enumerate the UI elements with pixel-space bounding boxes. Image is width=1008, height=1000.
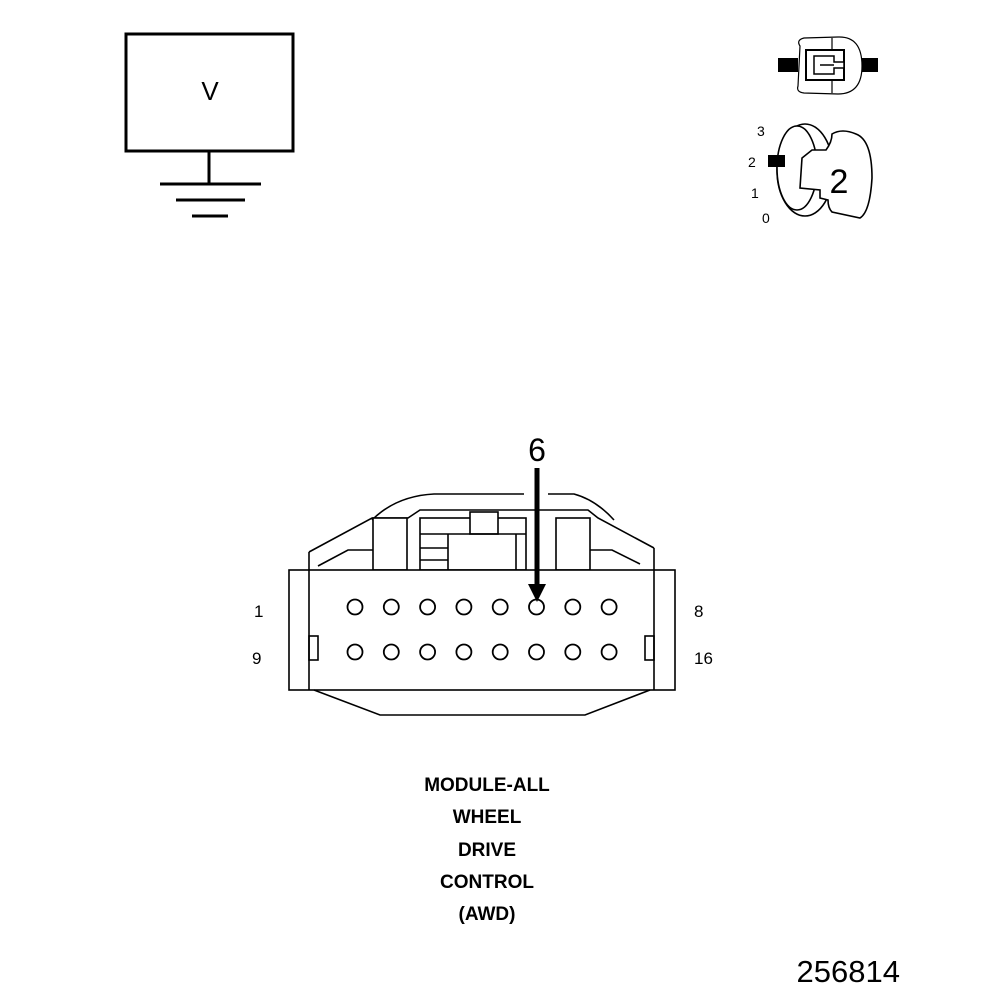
connector-pin-16 bbox=[600, 643, 618, 661]
caption-line-5: (AWD) bbox=[459, 904, 516, 925]
connector-unplug-icon bbox=[778, 36, 878, 95]
voltmeter-label: V bbox=[201, 76, 219, 106]
pointer-pin-label: 6 bbox=[528, 432, 546, 468]
connector-pin-3 bbox=[419, 598, 437, 616]
connector-pin-1 bbox=[346, 598, 364, 616]
ignition-position-0: 0 bbox=[762, 210, 770, 226]
connector-pin-5 bbox=[491, 598, 509, 616]
connector-pin-14 bbox=[528, 643, 545, 661]
connector-pin-15 bbox=[564, 643, 582, 661]
connector-pins bbox=[346, 598, 618, 661]
connector-pin-2 bbox=[382, 598, 400, 616]
connector-pin-4 bbox=[455, 598, 473, 616]
ignition-position-1: 1 bbox=[751, 185, 759, 201]
row-label-bottom-right: 16 bbox=[694, 649, 713, 668]
connector-face bbox=[288, 493, 676, 716]
caption-line-3: DRIVE bbox=[458, 840, 516, 861]
voltmeter-symbol bbox=[124, 32, 295, 218]
pin-pointer-arrow bbox=[528, 468, 546, 602]
ignition-position-3: 3 bbox=[757, 123, 765, 139]
caption-line-1: MODULE-ALL bbox=[424, 775, 550, 796]
connector-pin-8 bbox=[600, 598, 618, 616]
connector-pin-9 bbox=[346, 643, 364, 661]
connector-pin-10 bbox=[382, 643, 400, 661]
connector-pin-6 bbox=[528, 598, 545, 616]
connector-pin-12 bbox=[455, 643, 473, 661]
ignition-switch-icon bbox=[768, 123, 873, 219]
ignition-position-2: 2 bbox=[748, 154, 756, 170]
caption-line-4: CONTROL bbox=[440, 872, 534, 893]
figure-id: 256814 bbox=[797, 954, 900, 989]
caption-line-2: WHEEL bbox=[453, 807, 522, 828]
ignition-selected-position: 2 bbox=[830, 163, 849, 201]
row-label-top-left: 1 bbox=[254, 602, 263, 621]
component-caption: MODULE-ALL WHEEL DRIVE CONTROL (AWD) bbox=[424, 775, 550, 925]
connector-pin-7 bbox=[564, 598, 582, 616]
row-label-top-right: 8 bbox=[694, 602, 703, 621]
row-label-bottom-left: 9 bbox=[252, 649, 261, 668]
connector-pin-11 bbox=[419, 643, 437, 661]
connector-pin-13 bbox=[491, 643, 509, 661]
